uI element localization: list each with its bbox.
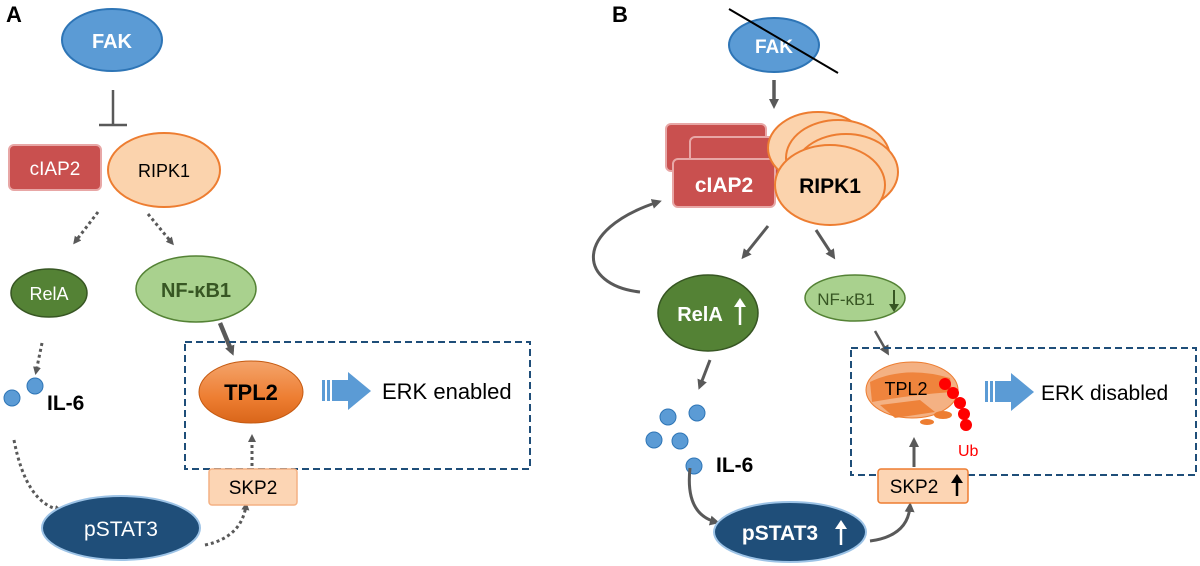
rela-label-a: RelA <box>29 284 68 304</box>
ciap2-node-a: cIAP2 <box>8 144 102 191</box>
fak-label-b: FAK <box>755 37 793 58</box>
arrow-rela-il6-b <box>697 359 712 390</box>
skp2-node-b: SKP2 <box>877 468 969 504</box>
skp2-node-a: SKP2 <box>208 468 298 506</box>
erk-arrow-a <box>322 372 371 410</box>
arrow-ciap2-rela-a <box>73 211 100 245</box>
rela-up-arrow-icon <box>734 298 746 325</box>
skp2-label-a: SKP2 <box>229 478 278 499</box>
erk-box-a <box>184 341 531 470</box>
rela-node-b: RelA <box>657 274 759 352</box>
pstat3-up-arrow-icon <box>835 520 847 545</box>
tpl2-node-a: TPL2 <box>198 360 304 424</box>
arrow-complex-nfkb1-b <box>814 229 836 260</box>
tpl2-label-b: TPL2 <box>884 379 927 399</box>
rela-label-b: RelA <box>677 304 723 326</box>
il6-label-a: IL-6 <box>47 392 84 415</box>
pstat3-label-b: pSTAT3 <box>742 522 818 545</box>
arrow-il6-pstat3-a <box>12 439 63 513</box>
ripk1-stack-b: RIPK1 <box>767 111 899 226</box>
nfkb1-label-b: NF-κB1 <box>817 290 875 309</box>
arrow-rela-feedback-b <box>591 199 662 294</box>
ripk1-label-b: RIPK1 <box>799 175 861 198</box>
ripk1-label-a: RIPK1 <box>138 161 190 181</box>
panel-a-label: A <box>6 2 22 27</box>
ub-label: Ub <box>958 443 979 460</box>
fak-label-a: FAK <box>92 31 133 53</box>
nfkb1-node-b: NF-κB1 <box>804 274 906 322</box>
panel-b-label: B <box>612 2 628 27</box>
arrow-pstat3-skp2-a <box>204 502 250 547</box>
fak-inhibition-line <box>99 90 127 127</box>
tpl2-node-b: TPL2 <box>865 361 959 425</box>
ciap2-label-b: cIAP2 <box>695 174 753 197</box>
pstat3-node-a: pSTAT3 <box>41 495 201 561</box>
il6-cluster-a <box>3 377 44 407</box>
arrow-nfkb1-tpl2-a <box>217 322 235 356</box>
rela-node-a: RelA <box>10 268 88 318</box>
pstat3-label-a: pSTAT3 <box>84 518 158 541</box>
fak-node-b: FAK <box>728 8 839 74</box>
arrow-il6-pstat3-b <box>687 467 720 526</box>
fak-node-a: FAK <box>61 8 163 72</box>
arrow-ripk1-nfkb1-a <box>146 213 174 246</box>
pstat3-node-b: pSTAT3 <box>713 501 867 563</box>
il6-label-b: IL-6 <box>716 454 753 477</box>
skp2-label-b: SKP2 <box>890 477 939 498</box>
erk-label-a: ERK enabled <box>382 379 512 404</box>
erk-label-b: ERK disabled <box>1041 382 1168 405</box>
arrow-rela-il6-a <box>33 342 44 375</box>
nfkb1-node-a: NF-κB1 <box>135 255 257 323</box>
il6-cluster-b <box>645 404 706 475</box>
arrow-complex-rela-b <box>741 225 770 260</box>
nfkb1-down-arrow-icon <box>889 290 899 312</box>
erk-box-b <box>850 347 1197 476</box>
nfkb1-label-a: NF-κB1 <box>161 280 231 302</box>
ciap2-label-a: cIAP2 <box>30 159 81 180</box>
erk-arrow-b <box>985 373 1034 411</box>
arrow-pstat3-skp2-b <box>869 502 915 543</box>
skp2-up-arrow-icon <box>951 474 963 496</box>
ripk1-node-a: RIPK1 <box>107 132 221 208</box>
ubiquitin-chain-icon <box>939 378 972 431</box>
tpl2-label-a: TPL2 <box>224 380 278 405</box>
fak-strike-line <box>728 8 839 74</box>
